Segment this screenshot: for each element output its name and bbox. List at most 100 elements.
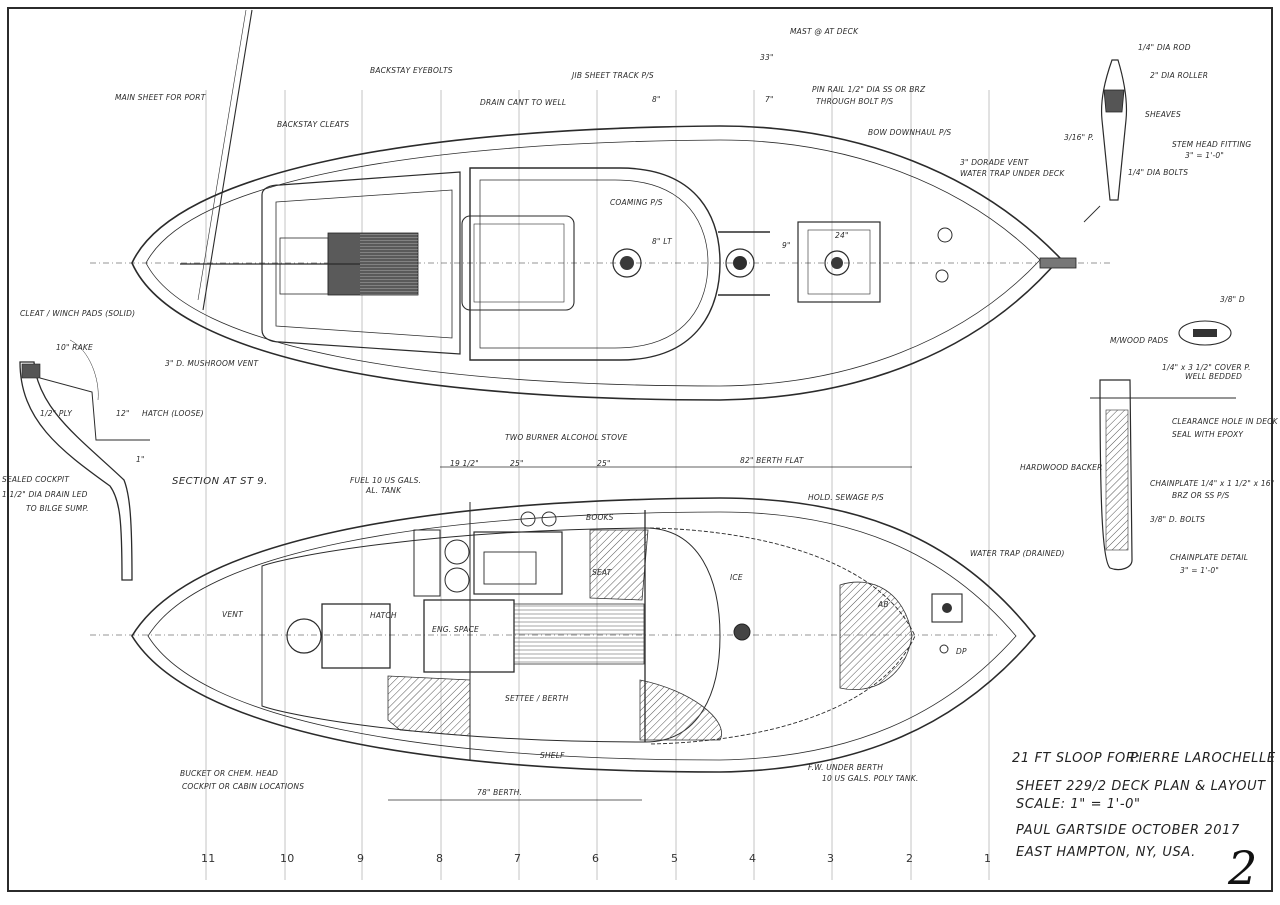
lbl-bucket: BUCKET OR CHEM. HEAD — [180, 769, 278, 778]
lbl-water-trap-drained: WATER TRAP (DRAINED) — [970, 549, 1065, 558]
station-label-11: 11 — [201, 852, 215, 865]
tb-line1-left: 21 FT SLOOP FOR: — [1012, 751, 1140, 766]
vberth — [649, 527, 916, 745]
dorade-vent-core — [831, 257, 843, 269]
cabin-trunk-inner — [479, 179, 709, 349]
station-label-3: 3 — [827, 852, 834, 865]
lbl-dim-24: 24" — [835, 231, 849, 240]
deck-portlight-inner — [620, 256, 634, 270]
lbl-dp: DP — [956, 647, 967, 656]
lbl-cp-bolt: 1/4" x 3 1/2" COVER P. — [1162, 363, 1251, 372]
lbl-holding: HOLD. SEWAGE P/S — [808, 493, 884, 502]
foredeck-vent — [937, 227, 953, 243]
engine-box — [321, 603, 391, 669]
head-bucket — [286, 618, 322, 654]
sole-boards — [513, 603, 645, 665]
lbl-stem-bolts: 1/4" DIA BOLTS — [1128, 168, 1188, 177]
lbl-cp-seal: SEAL WITH EPOXY — [1172, 430, 1244, 439]
layout-mast — [733, 623, 751, 641]
section-hull — [19, 361, 133, 581]
cabin-sole — [261, 527, 721, 743]
station-label-5: 5 — [671, 852, 678, 865]
title-block: 21 FT SLOOP FOR: PIERRE LAROCHELLE SHEET… — [1012, 751, 1275, 895]
dorade-vent — [824, 250, 850, 276]
cabin-trunk — [469, 167, 721, 361]
settee-port-hatched — [589, 529, 649, 601]
lbl-cp-scale: 3" = 1'-0" — [1180, 566, 1219, 575]
lbl-main-sheet: MAIN SHEET FOR PORT — [115, 93, 207, 102]
lbl-eng-space: ENG. SPACE — [432, 625, 479, 634]
lbl-cp-pads: M/WOOD PADS — [1110, 336, 1168, 345]
fore-hatch — [797, 221, 881, 303]
section-coaming — [21, 363, 41, 379]
station-lines — [205, 90, 990, 880]
deck-hull-outline — [131, 125, 1062, 401]
lbl-sec-sealed: SEALED COCKPIT — [2, 475, 70, 484]
mast — [733, 256, 747, 270]
lbl-water-tank: F.W. UNDER BERTH — [808, 763, 883, 772]
lbl-backstay-cleats: BACKSTAY CLEATS — [277, 120, 349, 129]
chainplate-backer — [1105, 409, 1129, 551]
lbl-sec-title: SECTION AT ST 9. — [172, 476, 268, 487]
lbl-cp-dim: 3/8" D — [1220, 295, 1245, 304]
lbl-stem-roller: 2" DIA ROLLER — [1150, 71, 1208, 80]
lbl-cp-material: BRZ OR SS P/S — [1172, 491, 1229, 500]
lbl-dim-33: 33" — [760, 53, 774, 62]
layout-hull-inner — [147, 511, 1017, 761]
chainplate-mark — [939, 644, 949, 654]
lbl-sec-hatch: HATCH (LOOSE) — [142, 409, 204, 418]
lbl-fuel: FUEL 10 US GALS. — [350, 476, 421, 485]
stove-burner-2 — [541, 511, 557, 527]
station-label-2: 2 — [906, 852, 913, 865]
station-label-7: 7 — [514, 852, 521, 865]
lbl-shelf: SHELF — [540, 751, 565, 760]
vberth-hatched-1 — [639, 679, 722, 741]
lbl-stem-sheaves: SHEAVES — [1145, 110, 1181, 119]
fore-hatch-inner — [807, 229, 871, 295]
cockpit-well — [275, 189, 453, 339]
station-label-9: 9 — [357, 852, 364, 865]
tb-line2: SHEET 229/2 DECK PLAN & LAYOUT — [1016, 779, 1266, 794]
lbl-cp-bolt-2: WELL BEDDED — [1185, 372, 1242, 381]
lbl-cp-backer: HARDWOOD BACKER — [1020, 463, 1103, 472]
galley — [473, 531, 563, 595]
water-jug-2 — [444, 567, 470, 593]
lbl-sec-rake: 10" RAKE — [56, 343, 93, 352]
lbl-cp-bolts: 3/8" D. BOLTS — [1150, 515, 1205, 524]
stove-burner-1 — [520, 511, 536, 527]
lbl-stem-plate: 3/16" P. — [1064, 133, 1094, 142]
lbl-thru-bolt: THROUGH BOLT P/S — [816, 97, 893, 106]
cockpit-grating-stripes — [360, 233, 418, 295]
lbl-stem-pin: 1/4" DIA ROD — [1138, 43, 1191, 52]
layout-hull-outline — [131, 497, 1037, 773]
backstay-2 — [197, 9, 247, 301]
stemhead-arrow — [1083, 205, 1101, 223]
companionway-hatch-inner — [473, 223, 565, 303]
lbl-backstay-eyebolts: BACKSTAY EYEBOLTS — [370, 66, 453, 75]
lbl-berth-flat: 82" BERTH FLAT — [740, 456, 805, 465]
lbl-ice: ICE — [730, 573, 743, 582]
settee-stbd-hatched — [387, 675, 471, 737]
water-trap-fill — [942, 603, 952, 613]
station-label-4: 4 — [749, 852, 756, 865]
stemhead-detail — [1083, 59, 1128, 223]
water-jug-1 — [444, 539, 470, 565]
lbl-coaming: COAMING P/S — [610, 198, 663, 207]
lbl-books: BOOKS — [586, 513, 614, 522]
stove — [483, 551, 537, 585]
lbl-ab: AB — [877, 600, 889, 609]
lbl-sec-cleat: CLEAT / WINCH PADS (SOLID) — [20, 309, 135, 318]
lbl-cp-chainplate: CHAINPLATE 1/4" x 1 1/2" x 16" — [1150, 479, 1274, 488]
lbl-water-trap: WATER TRAP UNDER DECK — [960, 169, 1065, 178]
station-label-6: 6 — [592, 852, 599, 865]
lbl-cp-clearance: CLEARANCE HOLE IN DECK — [1172, 417, 1279, 426]
tb-sheet-number: 2 — [1227, 841, 1257, 895]
mast-partners — [725, 248, 755, 278]
lbl-hatch: HATCH — [370, 611, 397, 620]
lbl-stem-scale: 3" = 1'-0" — [1185, 151, 1224, 160]
lbl-berth-78: 78" BERTH. — [477, 788, 522, 797]
lbl-dim-7: 7" — [765, 95, 774, 104]
lbl-dim-25b: 25" — [597, 459, 611, 468]
